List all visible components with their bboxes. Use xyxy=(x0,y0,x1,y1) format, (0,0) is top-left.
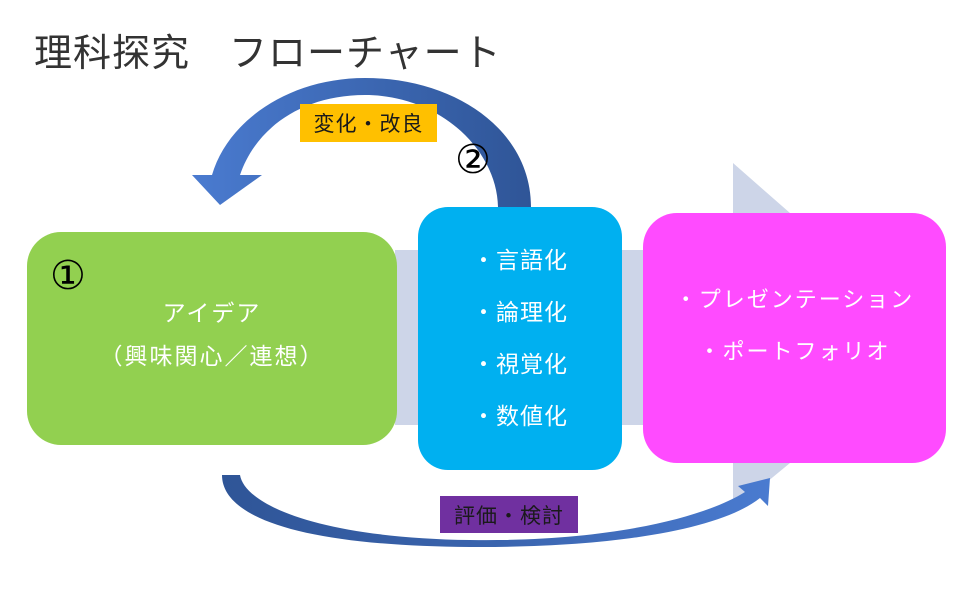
process-item: ・視覚化 xyxy=(472,351,568,378)
output-item: ・ポートフォリオ xyxy=(698,340,891,365)
change-improve-arrow xyxy=(192,78,531,207)
evaluate-review-arrow xyxy=(222,475,770,548)
idea-subtitle: （興味関心／連想） xyxy=(99,344,325,370)
evaluate-review-label: 評価・検討 xyxy=(440,496,578,533)
process-item: ・数値化 xyxy=(472,403,568,430)
idea-box: アイデア （興味関心／連想） xyxy=(27,232,397,445)
process-item: ・言語化 xyxy=(472,247,568,274)
output-item: ・プレゼンテーション xyxy=(674,288,915,313)
process-box: ・言語化 ・論理化 ・視覚化 ・数値化 xyxy=(418,207,622,470)
step-number-2: ② xyxy=(455,137,491,183)
change-improve-label: 変化・改良 xyxy=(300,104,437,142)
page-title: 理科探究 フローチャート xyxy=(34,31,502,75)
idea-title: アイデア xyxy=(162,301,262,327)
process-item: ・論理化 xyxy=(472,299,568,326)
step-number-1: ① xyxy=(50,253,86,299)
output-box: ・プレゼンテーション ・ポートフォリオ xyxy=(643,213,946,463)
